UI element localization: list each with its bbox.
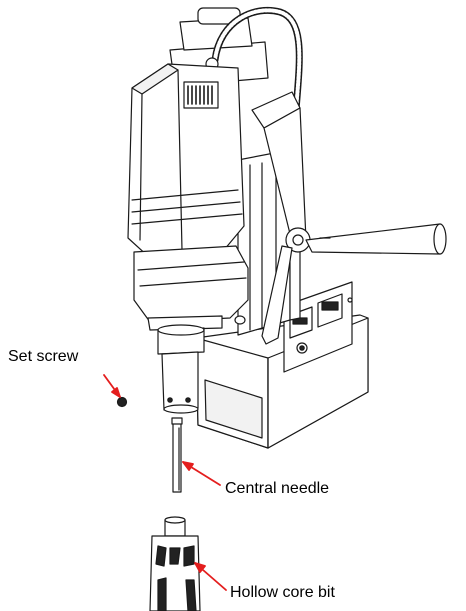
gearbox	[133, 245, 249, 331]
handle-bar	[305, 223, 441, 255]
set-screw-icon	[116, 396, 128, 408]
label-set-screw: Set screw	[8, 348, 79, 365]
label-hollow-core-bit: Hollow core bit	[230, 584, 335, 601]
spindle-arbor	[157, 324, 205, 414]
motor-housing	[127, 63, 245, 259]
leader-arrows	[103, 374, 227, 591]
control-panel	[283, 281, 353, 373]
central-needle	[171, 417, 183, 493]
label-central-needle: Central needle	[225, 480, 330, 497]
hollow-core-bit	[149, 516, 201, 611]
vent-grille-icon	[187, 85, 213, 105]
feed-handles	[251, 91, 447, 345]
